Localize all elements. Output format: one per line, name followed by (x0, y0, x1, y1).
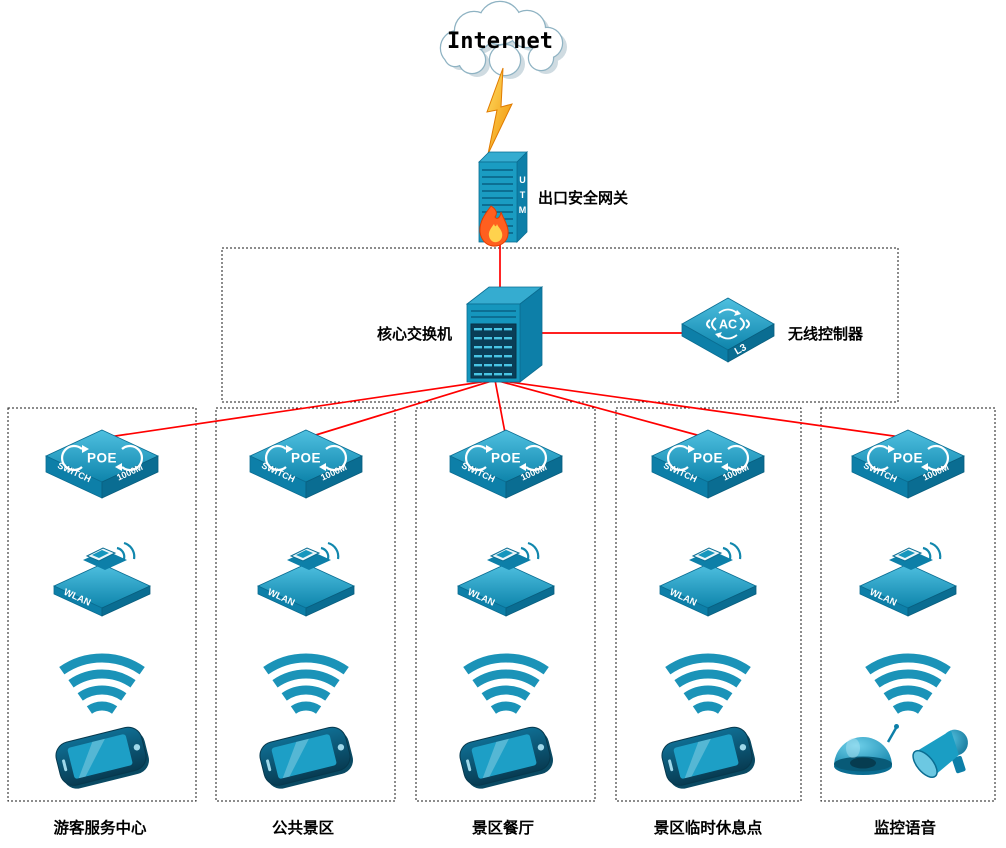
zone-5-wifi-waves-icon (868, 658, 948, 710)
zone-3-label: 景区餐厅 (472, 818, 535, 837)
zone-1-link-line (101, 379, 496, 439)
zone-3-poe-switch-icon (448, 428, 564, 500)
zone-2-wifi-waves-icon (266, 658, 346, 710)
zone-4-wifi-waves-icon (668, 658, 748, 710)
gateway-label: 出口安全网关 (538, 189, 628, 207)
zone-2-link-line (305, 379, 496, 439)
zone-1-label: 游客服务中心 (53, 818, 147, 837)
zone-3-wifi-waves-icon (466, 658, 546, 710)
wireless-controller-label: 无线控制器 (787, 325, 864, 343)
zone-2-label: 公共景区 (272, 819, 335, 837)
zone-4-link-line (494, 379, 709, 439)
zone-box-5 (820, 407, 996, 802)
internet-label: Internet (447, 29, 553, 54)
core-boundary-box (221, 247, 899, 403)
zone-3-access-point-icon (456, 541, 556, 618)
internet-cloud: Internet (439, 0, 567, 79)
zone-5-access-point-icon (858, 541, 958, 618)
zone-4-access-point-icon (658, 541, 758, 618)
zone-3-phone-icon (456, 723, 557, 793)
zone-box-4 (615, 407, 802, 802)
zone-5-link-line (494, 379, 909, 439)
zone-1-wifi-waves-icon (62, 658, 142, 710)
zone-5-poe-switch-icon (850, 428, 966, 500)
utm-gateway-icon (478, 151, 528, 248)
core-switch-label: 核心交换机 (377, 325, 452, 343)
zone-box-1 (7, 407, 197, 802)
zone-1-phone-icon (52, 723, 153, 793)
lightning-bolt-icon (486, 67, 513, 155)
zone-1-poe-switch-icon (44, 428, 160, 500)
zone-2-poe-switch-icon (248, 428, 364, 500)
zone-4-poe-switch-icon (650, 428, 766, 500)
wireless-controller-icon (681, 297, 775, 363)
zone-3-link-line (494, 379, 507, 439)
zone-2-phone-icon (256, 723, 357, 793)
zone-box-3 (415, 407, 596, 802)
zone-5-horn-speaker-icon (904, 725, 978, 787)
zone-5-label: 监控语音 (874, 818, 936, 837)
zone-1-access-point-icon (52, 541, 152, 618)
zone-5-dome-camera-icon (832, 722, 901, 777)
zone-4-phone-icon (658, 723, 759, 793)
zone-2-access-point-icon (256, 541, 356, 618)
core-switch-icon (466, 286, 543, 383)
zone-4-label: 景区临时休息点 (654, 818, 763, 837)
